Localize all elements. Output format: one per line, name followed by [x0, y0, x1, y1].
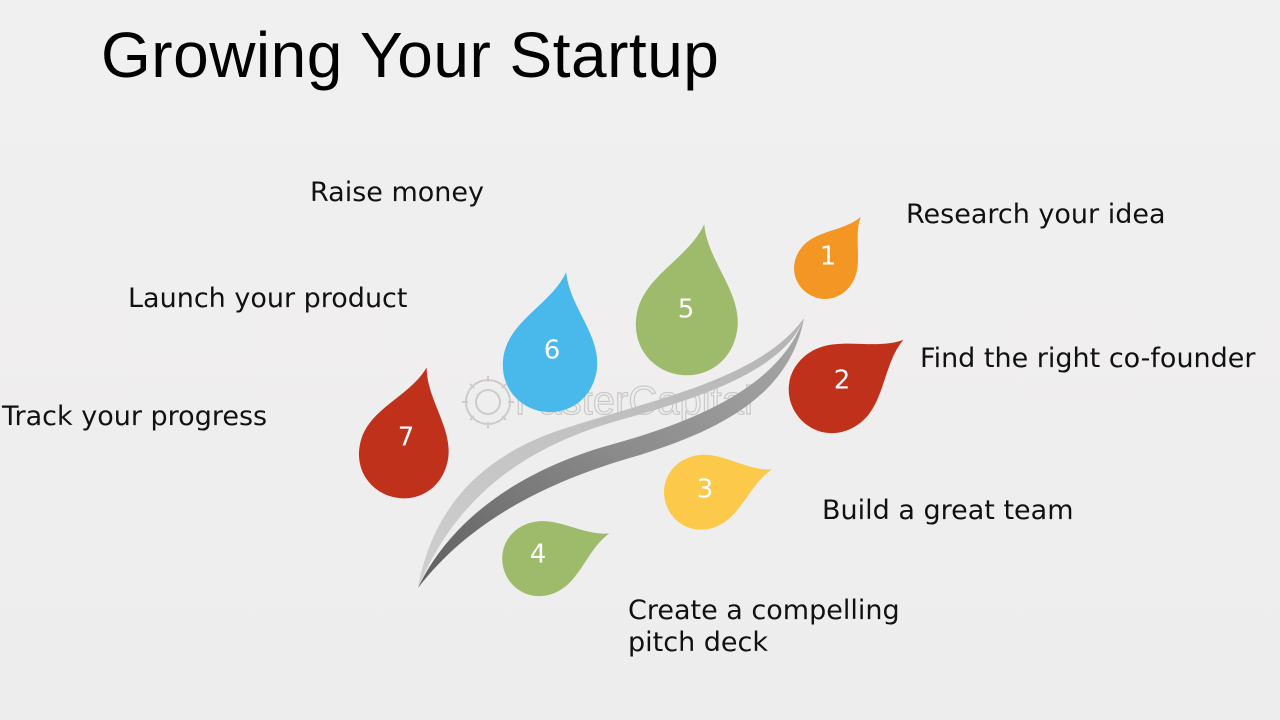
leaf-step-7: 7: [359, 367, 449, 499]
stem-light: [418, 318, 804, 588]
slide-title: Growing Your Startup: [101, 19, 720, 91]
step-2-label: Find the right co-founder: [920, 343, 1256, 374]
leaf-number-5: 5: [678, 295, 695, 325]
leaf-number-1: 1: [820, 242, 837, 272]
leaf-number-6: 6: [544, 336, 561, 366]
leaf-step-5: 5: [635, 224, 738, 376]
leaf-number-3: 3: [697, 475, 714, 505]
step-3-label: Build a great team: [822, 495, 1074, 526]
leaf-shape-2: [788, 339, 904, 434]
leaf-shape-4: [502, 521, 610, 597]
step-4-label: Create a compelling pitch deck: [628, 595, 900, 658]
leaf-step-1: 1: [794, 217, 861, 299]
leaf-step-6: 6: [502, 272, 598, 413]
step-5-label: Raise money: [310, 177, 484, 208]
leaf-number-4: 4: [530, 540, 547, 570]
step-1-label: Research your idea: [906, 199, 1166, 230]
leaf-shape-1: [794, 217, 861, 299]
leaf-shape-3: [664, 454, 773, 530]
watermark-gear-icon: [462, 376, 514, 428]
leaf-shape-7: [359, 367, 449, 499]
leaf-shape-6: [502, 272, 598, 413]
leaf-step-3: 3: [664, 454, 773, 530]
stem: [418, 318, 804, 588]
leaf-step-2: 2: [788, 339, 904, 434]
step-6-label: Launch your product: [128, 283, 408, 314]
step-7-label: Track your progress: [2, 401, 268, 432]
leaf-shape-5: [635, 224, 738, 376]
stem-dark: [418, 318, 804, 588]
leaf-step-4: 4: [502, 521, 610, 597]
leaf-number-7: 7: [398, 423, 415, 453]
leaf-number-2: 2: [834, 366, 851, 396]
